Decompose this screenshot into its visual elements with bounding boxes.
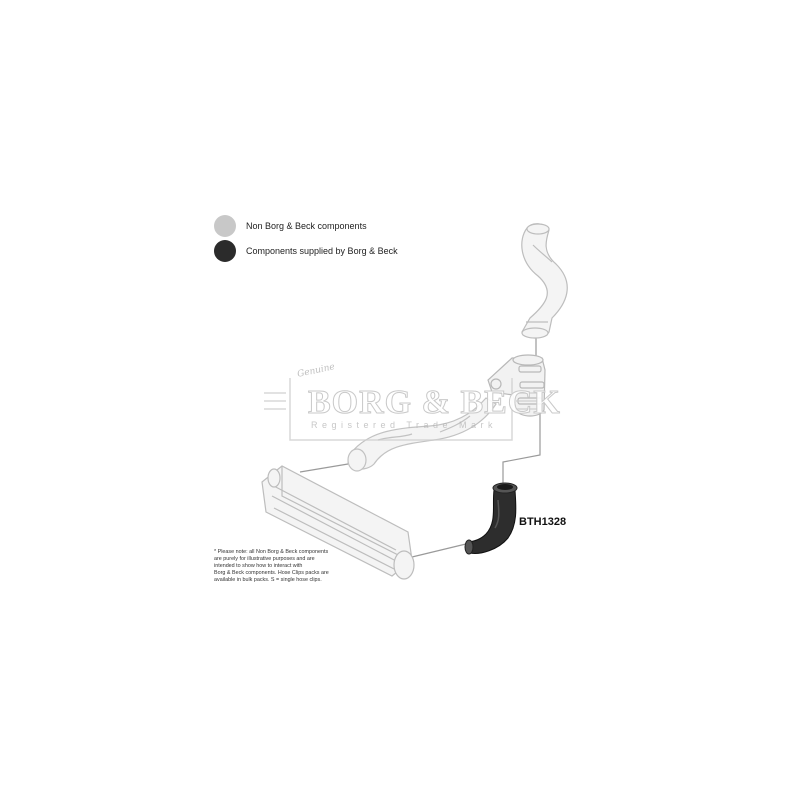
leader-line-to-hose (502, 450, 541, 485)
intercooler-outlet-hose (464, 482, 518, 555)
legend-bb: Components supplied by Borg & Beck (214, 240, 398, 262)
grey-circle-icon (214, 215, 236, 237)
upper-turbo-hose (521, 223, 568, 339)
note-line: are purely for illustrative purposes and… (214, 556, 315, 562)
intake-pipe (347, 397, 497, 472)
note-line: available in bulk packs. S = single hose… (214, 577, 322, 583)
legend-non-bb-label: Non Borg & Beck components (246, 221, 367, 231)
note-line: * Please note: all Non Borg & Beck compo… (214, 549, 329, 555)
watermark-subtitle: Registered Trade Mark (311, 420, 498, 430)
legend-non-bb: Non Borg & Beck components (214, 215, 367, 237)
dark-circle-icon (214, 240, 236, 262)
watermark-brand: BORG & BECK (308, 384, 561, 422)
disclaimer-note: * Please note: all Non Borg & Beck compo… (214, 549, 364, 584)
leader-line-intercooler (411, 542, 471, 558)
intercooler (261, 465, 415, 580)
legend-bb-label: Components supplied by Borg & Beck (246, 246, 398, 256)
watermark-frame (264, 378, 538, 441)
note-line: Borg & Beck components. Hose Clips packs… (214, 570, 329, 576)
part-number-label: BTH1328 (519, 516, 567, 528)
note-line: intended to show how to interact with (214, 563, 303, 569)
